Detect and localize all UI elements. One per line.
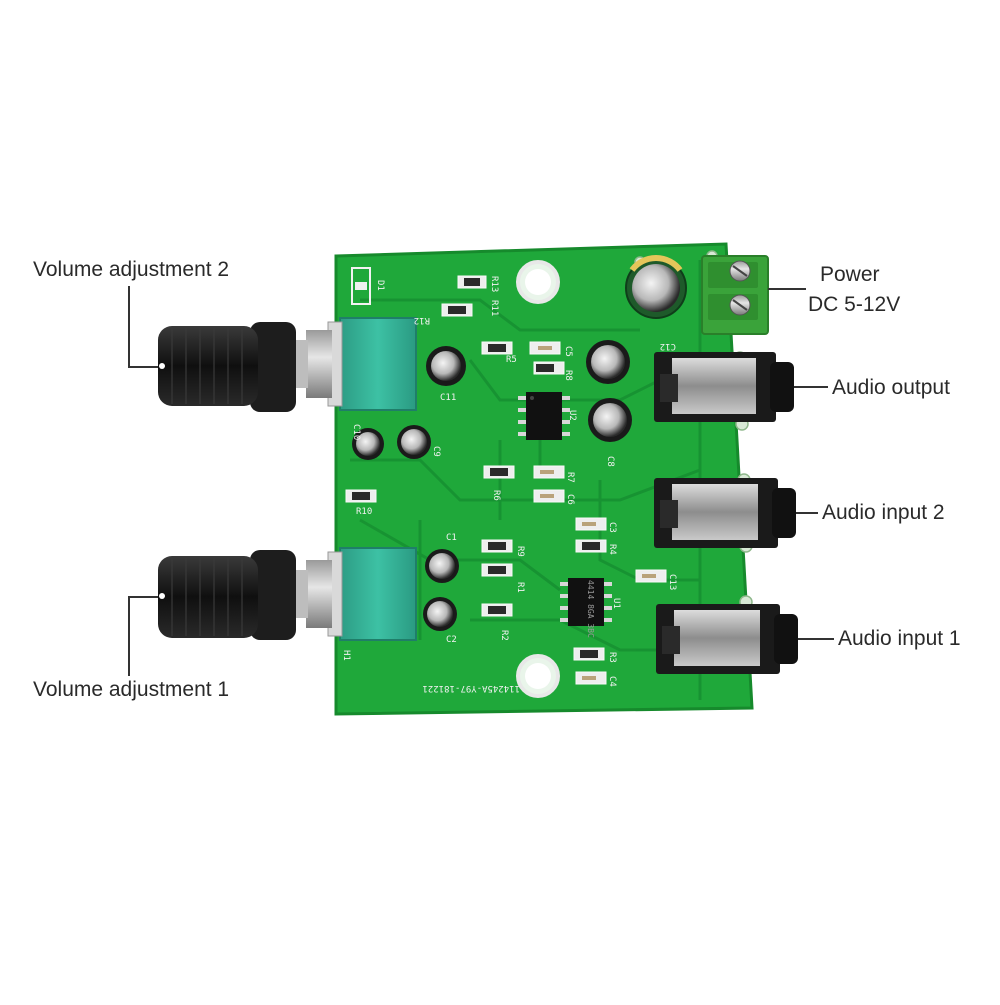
silkscreen-ref-d1: D1 — [375, 280, 385, 291]
silkscreen-ref-r10: R10 — [356, 507, 372, 517]
smd-components — [345, 275, 667, 685]
silkscreen-ref-c5: C5 — [563, 346, 573, 357]
silkscreen-ref-c2: C2 — [446, 635, 457, 645]
silkscreen-ref-r8: R8 — [563, 370, 573, 381]
capacitor-c5 — [586, 340, 630, 384]
silkscreen-ref-c3: C3 — [607, 522, 617, 533]
electrolytic-capacitors — [352, 255, 687, 631]
potentiometer-1 — [158, 547, 417, 641]
silkscreen-ref-c13: C13 — [667, 574, 677, 590]
ic-chip-u2 — [518, 392, 570, 440]
callout-line-volume-1-horizontal — [128, 596, 158, 598]
label-audio-output: Audio output — [832, 376, 950, 399]
capacitor-c9 — [397, 425, 431, 459]
capacitor-c8 — [588, 398, 632, 442]
callout-line-volume-1-vertical — [128, 596, 130, 676]
callout-line-audio-output — [794, 386, 828, 388]
silkscreen-ref-c11: C11 — [440, 393, 456, 403]
ic-chip-u1: 4414 8GA 3BC — [560, 578, 612, 638]
silkscreen-ref-c12: C12 — [660, 341, 676, 351]
board-code: 114245A-Y97-181221 — [422, 683, 520, 693]
silkscreen-ref-c10: C10 — [351, 424, 361, 440]
silkscreen-ref-r4: R4 — [607, 544, 617, 555]
silkscreen-ref-r9: R9 — [515, 546, 525, 557]
label-volume-adjustment-1: Volume adjustment 1 — [33, 678, 230, 701]
capacitor-c11 — [426, 346, 466, 386]
silkscreen-ref-r13: R13 — [489, 276, 499, 292]
silkscreen-ref-r7: R7 — [565, 472, 575, 483]
silkscreen-ref-c6: C6 — [565, 494, 575, 505]
rotary-knob-icon — [158, 326, 258, 406]
audio-jack-input-2 — [654, 478, 796, 548]
silkscreen-ref-c4: C4 — [607, 676, 617, 687]
callout-line-audio-input-1 — [798, 638, 834, 640]
silkscreen-ref-r5: R5 — [506, 355, 517, 365]
chip-u1-marking: 4414 8GA 3BC — [586, 580, 595, 638]
screw-terminal — [701, 255, 769, 335]
label-volume-adjustment-2: Volume adjustment 2 — [33, 258, 230, 281]
callout-line-volume-2-horizontal — [128, 366, 158, 368]
silkscreen-ref-c9: C9 — [431, 446, 441, 457]
label-power-voltage: DC 5-12V — [808, 293, 901, 316]
silkscreen-ref-c1: C1 — [446, 533, 457, 543]
callout-line-volume-2-vertical — [128, 286, 130, 366]
capacitor-c1 — [425, 549, 459, 583]
silkscreen-ref-r12: R12 — [414, 315, 430, 325]
capacitor-c2 — [423, 597, 457, 631]
silkscreen-ref-r3: R3 — [607, 652, 617, 663]
callout-line-power — [768, 288, 806, 290]
mounting-holes — [516, 260, 560, 698]
label-power: Power — [820, 263, 880, 286]
rotary-knob-icon — [158, 556, 258, 638]
potentiometer-2 — [158, 317, 417, 412]
callout-line-audio-input-2 — [796, 512, 818, 514]
label-audio-input-1: Audio input 1 — [838, 627, 961, 650]
capacitor-c10 — [352, 428, 384, 460]
silkscreen-ref-r2: R2 — [499, 630, 509, 641]
silkscreen-ref-r6: R6 — [491, 490, 501, 501]
silkscreen-ref-u2: U2 — [567, 410, 577, 421]
silkscreen-ref-r11: R11 — [489, 300, 499, 316]
silkscreen-ref-r1: R1 — [515, 582, 525, 593]
capacitor-c12 — [625, 255, 687, 319]
silkscreen-ref-u1: U1 — [611, 598, 621, 609]
audio-jack-output — [654, 352, 794, 422]
led-d1 — [351, 267, 371, 305]
audio-jack-input-1 — [656, 604, 798, 674]
silkscreen-ref-h1: H1 — [341, 650, 351, 661]
label-audio-input-2: Audio input 2 — [822, 501, 945, 524]
silkscreen-ref-c8: C8 — [605, 456, 615, 467]
